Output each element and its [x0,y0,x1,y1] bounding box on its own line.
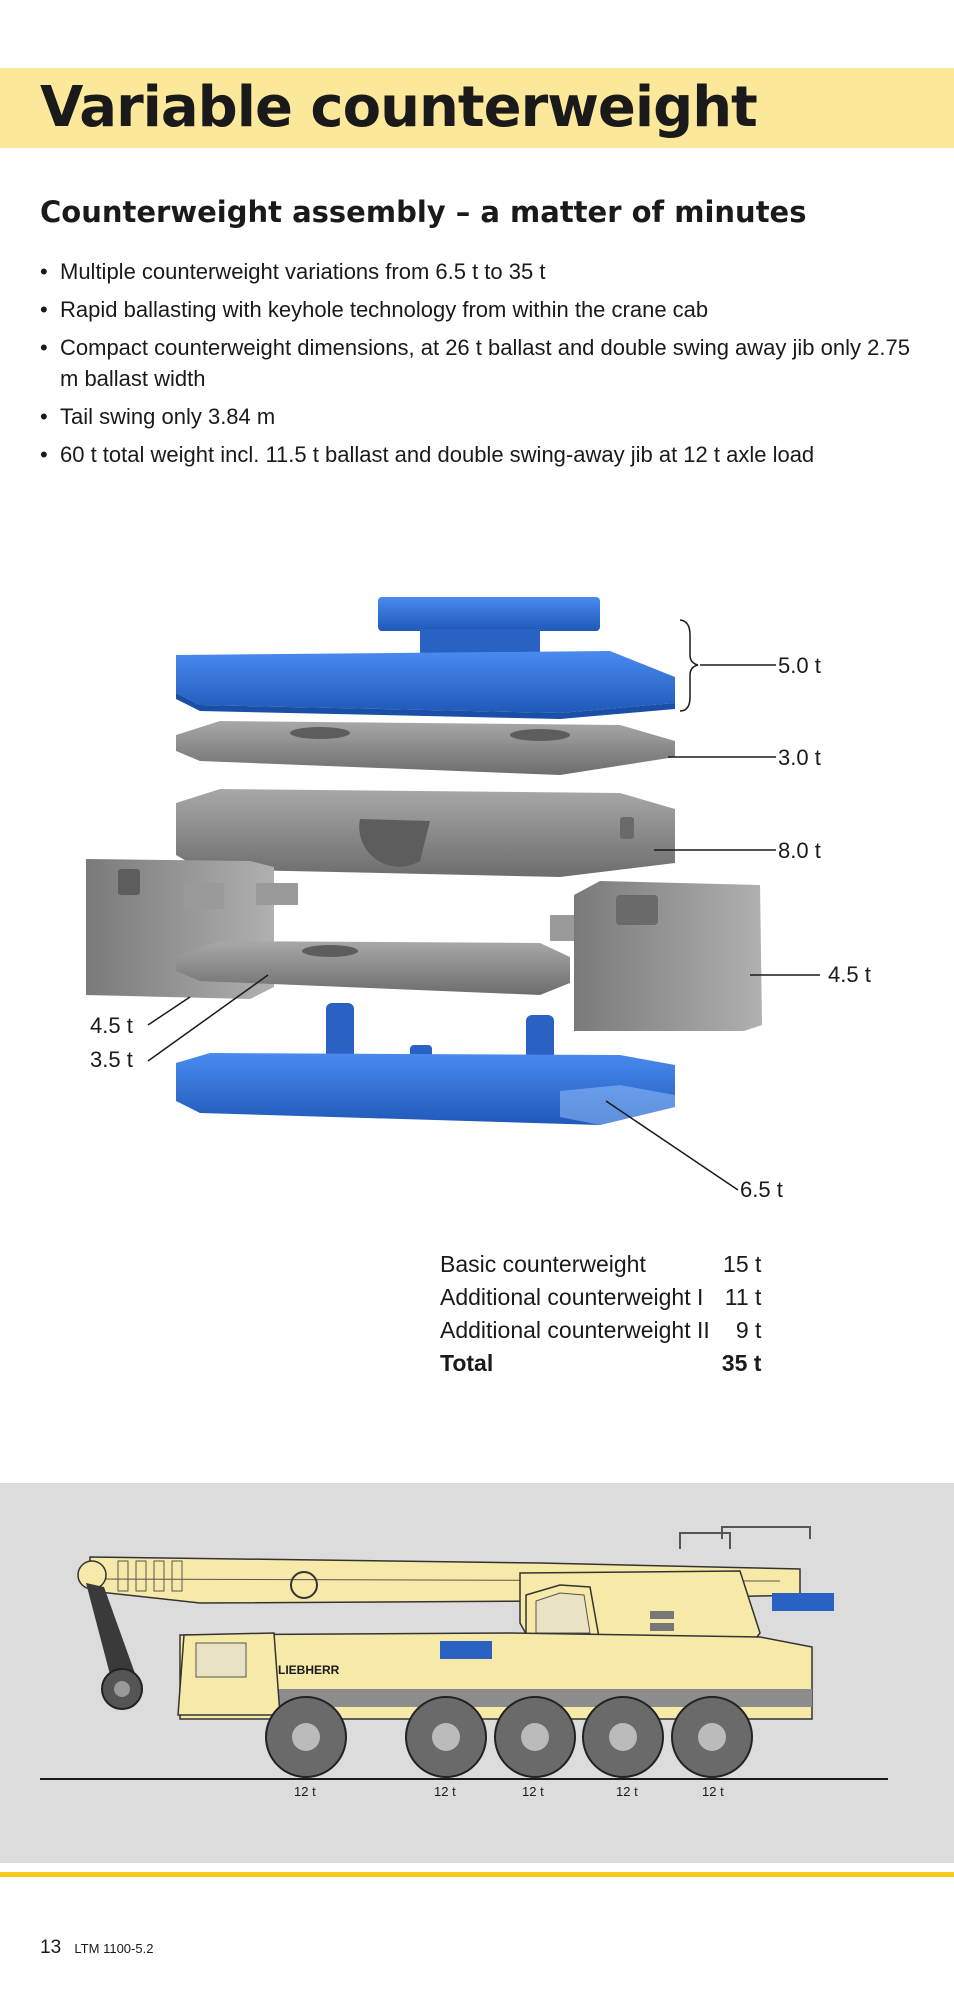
counterweight-block-8t [176,789,675,877]
label-5t: 5.0 t [778,653,821,678]
table-cell-value: 15 t [723,1251,762,1277]
label-left-4-5t: 4.5 t [90,1013,133,1038]
crane-illustration: LIEBHERR 12 t 12 t 12 t 12 t 12 t [40,1526,888,1799]
table-row: Basic counterweight 15 t [440,1248,761,1281]
counterweight-top-5t [176,597,675,719]
axle-load-label: 12 t [294,1784,316,1799]
table-cell-value: 9 t [735,1317,762,1343]
crane-wheels [265,1696,753,1778]
page-footer: 13 LTM 1100-5.2 [40,1937,153,1959]
feature-item: Multiple counterweight variations from 6… [40,256,920,287]
counterweight-plate-3-5t [176,941,570,995]
feature-item: Rapid ballasting with keyhole technology… [40,294,920,325]
feature-item: 60 t total weight incl. 11.5 t ballast a… [40,439,920,470]
page-number: 13 [40,1937,62,1958]
page-title: Variable counterweight [40,75,758,140]
counterweight-plate-3t [176,721,675,775]
footer-rule [0,1872,954,1877]
section-subtitle: Counterweight assembly – a matter of min… [40,195,807,229]
table-total-label: Total [440,1350,494,1376]
table-cell-label: Additional counterweight I [440,1284,704,1310]
table-row: Additional counterweight I 11 t [440,1281,761,1314]
counterweight-base-6-5t [176,1003,675,1125]
leader-lines [147,619,820,1191]
axle-load-label: 12 t [434,1784,456,1799]
feature-item: Compact counterweight dimensions, at 26 … [40,332,920,394]
title-band [0,68,954,148]
table-cell-value: 11 t [724,1284,762,1310]
table-row: Additional counterweight II 9 t [440,1314,761,1347]
label-3-5t: 3.5 t [90,1047,133,1072]
table-cell-label: Basic counterweight [440,1251,646,1277]
label-3t: 3.0 t [778,745,821,770]
table-total-value: 35 t [721,1350,762,1376]
counterweight-diagram: 5.0 t 3.0 t 8.0 t 4.5 t 4.5 t 3.5 t 6.5 … [86,597,871,1202]
counterweight-right-block [550,881,762,1031]
axle-load-label: 12 t [522,1784,544,1799]
table-total-row: Total 35 t [440,1347,761,1380]
axle-load-label: 12 t [616,1784,638,1799]
feature-list: Multiple counterweight variations from 6… [40,256,920,477]
axle-load-label: 12 t [702,1784,724,1799]
brand-logo-text: LIEBHERR [278,1663,340,1677]
label-6-5t: 6.5 t [740,1177,783,1202]
table-cell-label: Additional counterweight II [440,1317,710,1343]
label-right-4-5t: 4.5 t [828,962,871,987]
model-name: LTM 1100-5.2 [74,1941,154,1956]
label-8t: 8.0 t [778,838,821,863]
counterweight-table: Basic counterweight 15 t Additional coun… [440,1248,761,1380]
feature-item: Tail swing only 3.84 m [40,401,920,432]
